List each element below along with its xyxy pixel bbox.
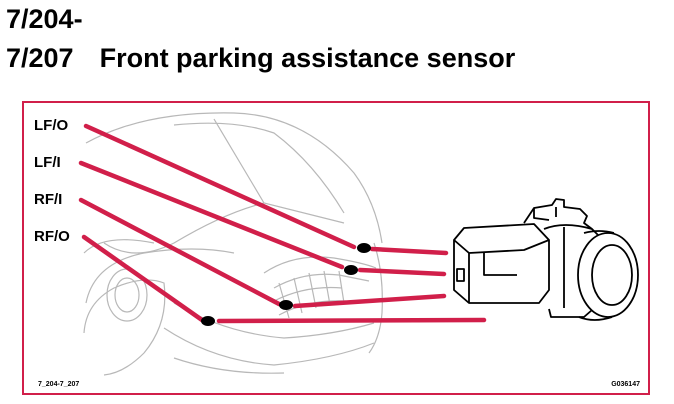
title-code-end: 7/207	[6, 43, 74, 73]
title-description: Front parking assistance sensor	[99, 43, 516, 73]
label-lf-i: LF/I	[34, 154, 61, 171]
label-lf-o: LF/O	[34, 117, 69, 134]
footer-code-right: G036147	[611, 381, 640, 388]
label-rf-i: RF/I	[34, 191, 63, 208]
sensor-icon	[201, 243, 371, 326]
title-code-start: 7/204-	[6, 4, 83, 34]
page-title: 7/207 Front parking assistance sensor	[6, 43, 515, 73]
parking-sensor-unit-icon	[453, 198, 639, 321]
footer-code-left: 7_204-7_207	[38, 381, 80, 388]
diagram-illustration	[78, 112, 639, 376]
car-outline-icon	[83, 112, 383, 376]
diagram-frame: LF/O LF/I RF/I RF/O 7_204-7_207 G036147	[22, 101, 650, 395]
title-code-range: 7/204-	[6, 4, 83, 34]
leader-lines	[78, 123, 487, 324]
label-rf-o: RF/O	[34, 228, 70, 245]
